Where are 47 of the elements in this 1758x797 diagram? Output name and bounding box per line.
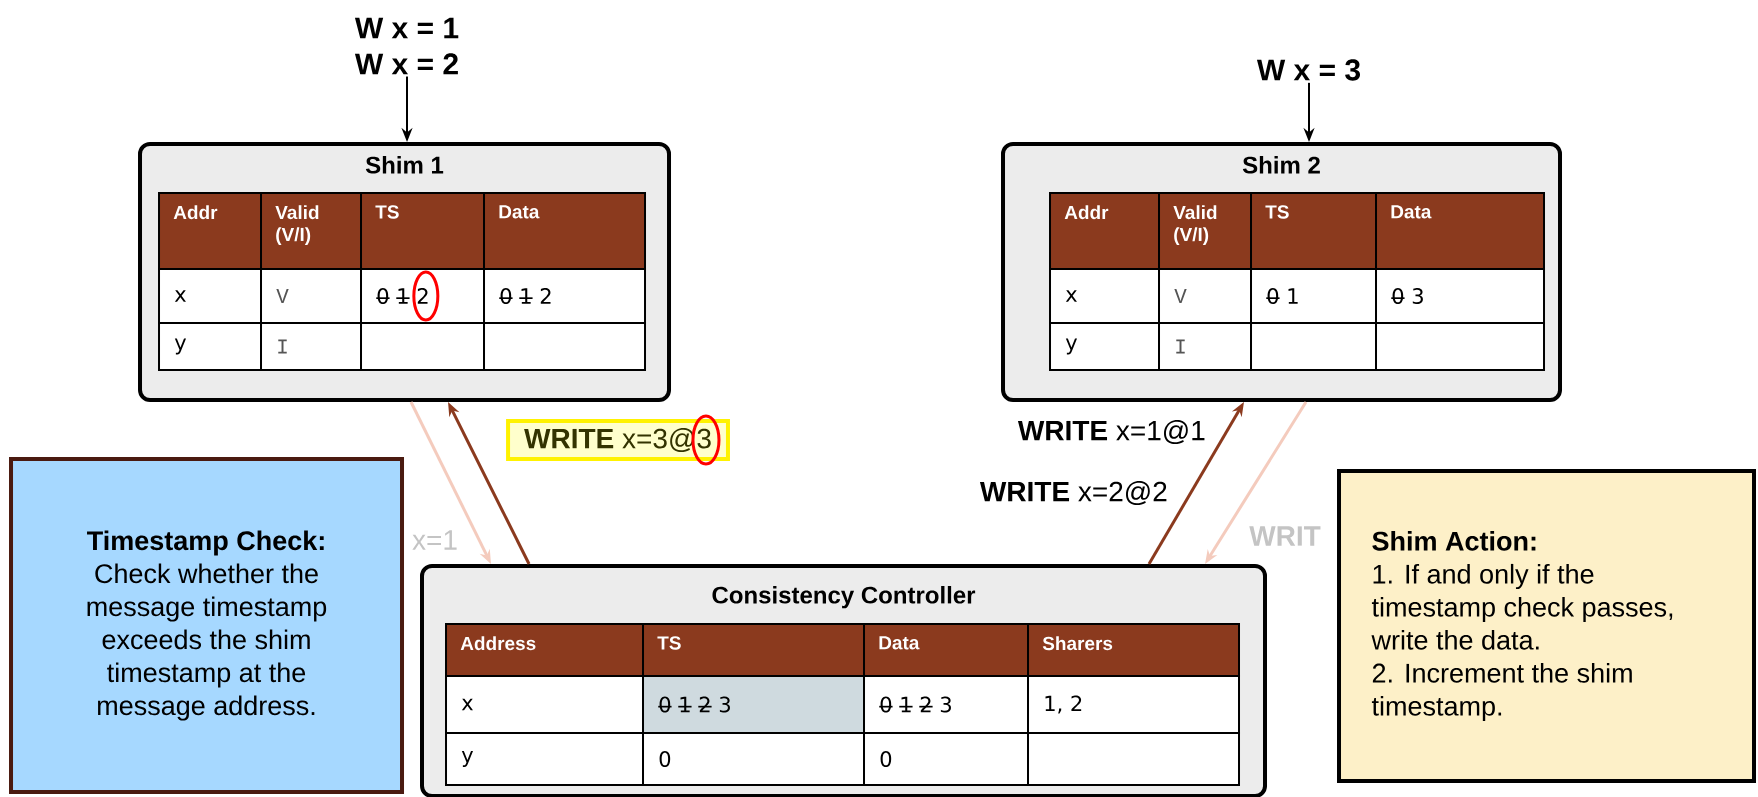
table-cell: 0 [863, 732, 1029, 786]
box-title: Consistency Controller [712, 586, 976, 609]
edge-label: WRIT [1249, 526, 1321, 546]
table-cell: 0̶ 1̶ 2 [483, 268, 646, 324]
message-label: WRITE x=2@2 [979, 480, 1167, 506]
table-cell: x [158, 268, 262, 324]
table-cell: V [1158, 268, 1252, 324]
table-cell: 0̶ 1̶ 2̶ 3 [863, 675, 1029, 734]
table-cell: x [445, 675, 644, 734]
box-title: Shim 1 [365, 156, 444, 174]
note-box [9, 457, 404, 794]
table-header-cell: TS [360, 192, 485, 270]
command-text: W x = 3 [1256, 59, 1360, 81]
table-header-cell: Data [863, 623, 1029, 677]
edge-label: WRITE x=1@1 [1017, 419, 1205, 445]
table-cell: y [1049, 322, 1160, 371]
table-cell: V [260, 268, 362, 324]
table-cell: 0̶ 1̶ 2̶ 3 [642, 675, 865, 734]
command-text: W x = 1 W x = 2 [354, 17, 459, 75]
table-header-cell: Valid (V/I) [1158, 192, 1252, 270]
note-title: Shim Action: [1372, 530, 1536, 551]
table-header-cell: Sharers [1027, 623, 1240, 677]
table-cell: x [1049, 268, 1160, 324]
table-header-cell: Valid (V/I) [260, 192, 362, 270]
note-text: 1. If and only if the timestamp check passes, write the data. [1371, 563, 1673, 650]
box-title: Shim 2 [1242, 156, 1320, 174]
table-header-cell: Address [445, 623, 644, 677]
table-header-cell: TS [1250, 192, 1377, 270]
note-text: Check whether the message timestamp exceeds the shim timestamp at the message address. [87, 563, 327, 721]
note-text: 2. Increment the shim timestamp. [1371, 662, 1632, 722]
table-cell: 0̶ 1̶ 2 [360, 268, 485, 324]
note-box [1337, 469, 1756, 783]
table-cell: 0̶ 3 [1375, 268, 1545, 324]
edge-label: x=1 [412, 530, 457, 550]
table-header-cell: Addr [1049, 192, 1160, 270]
table-header-cell: TS [642, 623, 865, 677]
table-cell: 1, 2 [1027, 675, 1240, 734]
table-header-cell: Data [483, 192, 646, 270]
table-cell: y [445, 732, 644, 786]
table-cell: I [260, 322, 362, 371]
table-cell: 0̶ 1 [1250, 268, 1377, 324]
table-cell: y [158, 322, 262, 371]
table-cell: I [1158, 322, 1252, 371]
note-title: Timestamp Check: [87, 530, 324, 556]
table-cell: 0 [642, 732, 865, 786]
table-header-cell: Addr [158, 192, 262, 270]
table-header-cell: Data [1375, 192, 1545, 270]
